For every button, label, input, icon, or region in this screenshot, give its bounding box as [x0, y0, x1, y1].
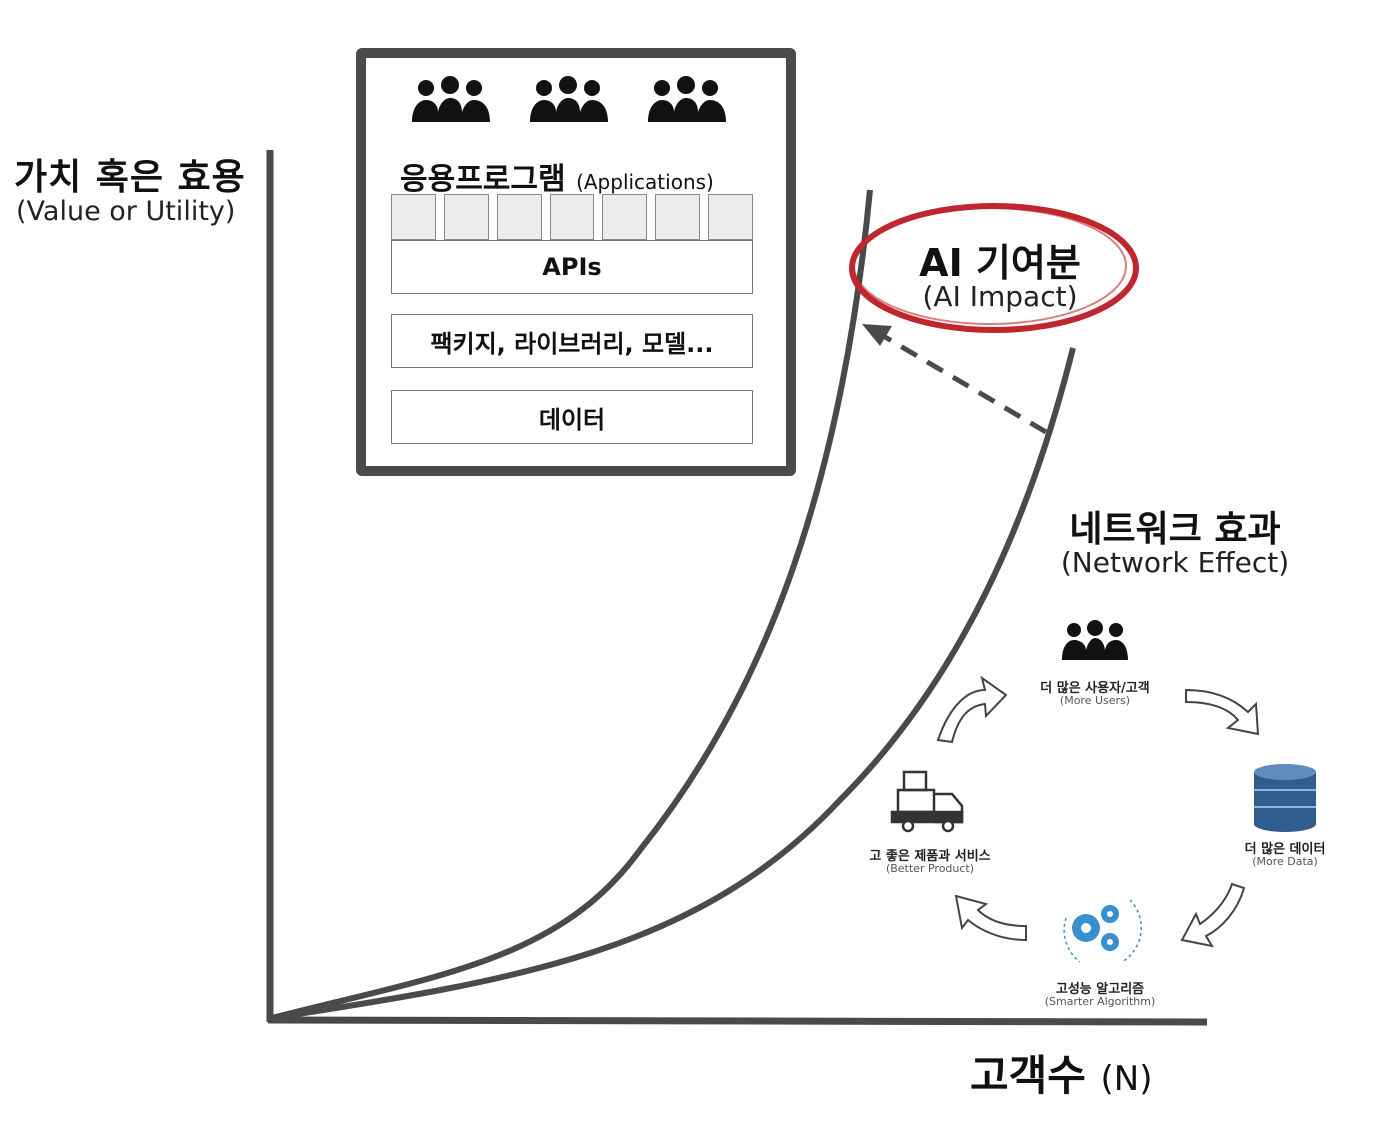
- user-group-icon: [530, 76, 608, 122]
- cycle-arrows: [936, 675, 1260, 948]
- gears-icon: [1063, 899, 1142, 963]
- cycle-users-sublabel: (More Users): [1059, 694, 1131, 707]
- cycle-data-sublabel: (More Data): [1252, 855, 1318, 868]
- app-cell: [708, 194, 754, 240]
- app-cell: [549, 194, 595, 240]
- x-axis: [267, 1016, 1208, 1026]
- delivery-truck-icon: [890, 770, 964, 833]
- ai-impact-subtitle: (AI Impact): [922, 280, 1078, 313]
- ai-impact-circle: [849, 203, 1139, 333]
- database-icon: [1254, 764, 1316, 832]
- cycle-users-label: 더 많은 사용자/고객: [1040, 681, 1150, 696]
- user-groups-row: [412, 76, 726, 122]
- cycle-algorithm-label: 고성능 알고리즘: [1055, 982, 1145, 997]
- network-effect-curve: [271, 347, 1076, 1021]
- layer-apis: APIs: [391, 240, 753, 294]
- user-group-icon: [412, 76, 490, 122]
- app-cell: [496, 194, 542, 240]
- app-cell: [443, 194, 489, 240]
- users-icon: [1062, 620, 1128, 660]
- ai-shift-arrowhead: [862, 324, 892, 346]
- app-cell: [391, 194, 436, 240]
- x-axis-title: 고객수 (N): [970, 1042, 1153, 1103]
- y-axis-title: 가치 혹은 효용: [14, 157, 246, 198]
- layer-packages: 팩키지, 라이브러리, 모델...: [391, 314, 753, 368]
- network-effect-subtitle: (Network Effect): [1060, 546, 1290, 579]
- application-cells: [391, 194, 754, 240]
- network-effect-title: 네트워크 효과: [1069, 509, 1281, 550]
- cycle-product-label: 고 좋은 제품과 서비스: [869, 849, 991, 864]
- x-axis-title-text: 고객수: [970, 1051, 1086, 1100]
- cycle-algorithm-sublabel: (Smarter Algorithm): [1044, 995, 1156, 1008]
- x-axis-title-suffix: (N): [1100, 1059, 1153, 1099]
- cycle-arrow-algorithm-to-product: [954, 894, 1027, 942]
- cycle-arrow-users-to-data: [1185, 688, 1260, 736]
- user-group-icon: [648, 76, 726, 122]
- layer-data: 데이터: [391, 390, 753, 444]
- cycle-data-label: 더 많은 데이터: [1244, 842, 1326, 857]
- ai-shift-arrow: [878, 331, 1048, 435]
- cycle-arrow-data-to-algorithm: [1180, 882, 1246, 948]
- applications-label: 응용프로그램 (Applications): [400, 154, 714, 198]
- ai-impact-title: AI 기여분: [919, 241, 1081, 285]
- y-axis-subtitle: (Value or Utility): [16, 196, 236, 227]
- app-cell: [602, 194, 648, 240]
- applications-label-text: 응용프로그램: [400, 162, 566, 197]
- app-cell: [655, 194, 701, 240]
- applications-label-en: (Applications): [576, 170, 714, 194]
- cycle-arrow-product-to-users: [936, 675, 1008, 744]
- cycle-product-sublabel: (Better Product): [885, 862, 975, 875]
- ai-curve: [271, 189, 873, 1021]
